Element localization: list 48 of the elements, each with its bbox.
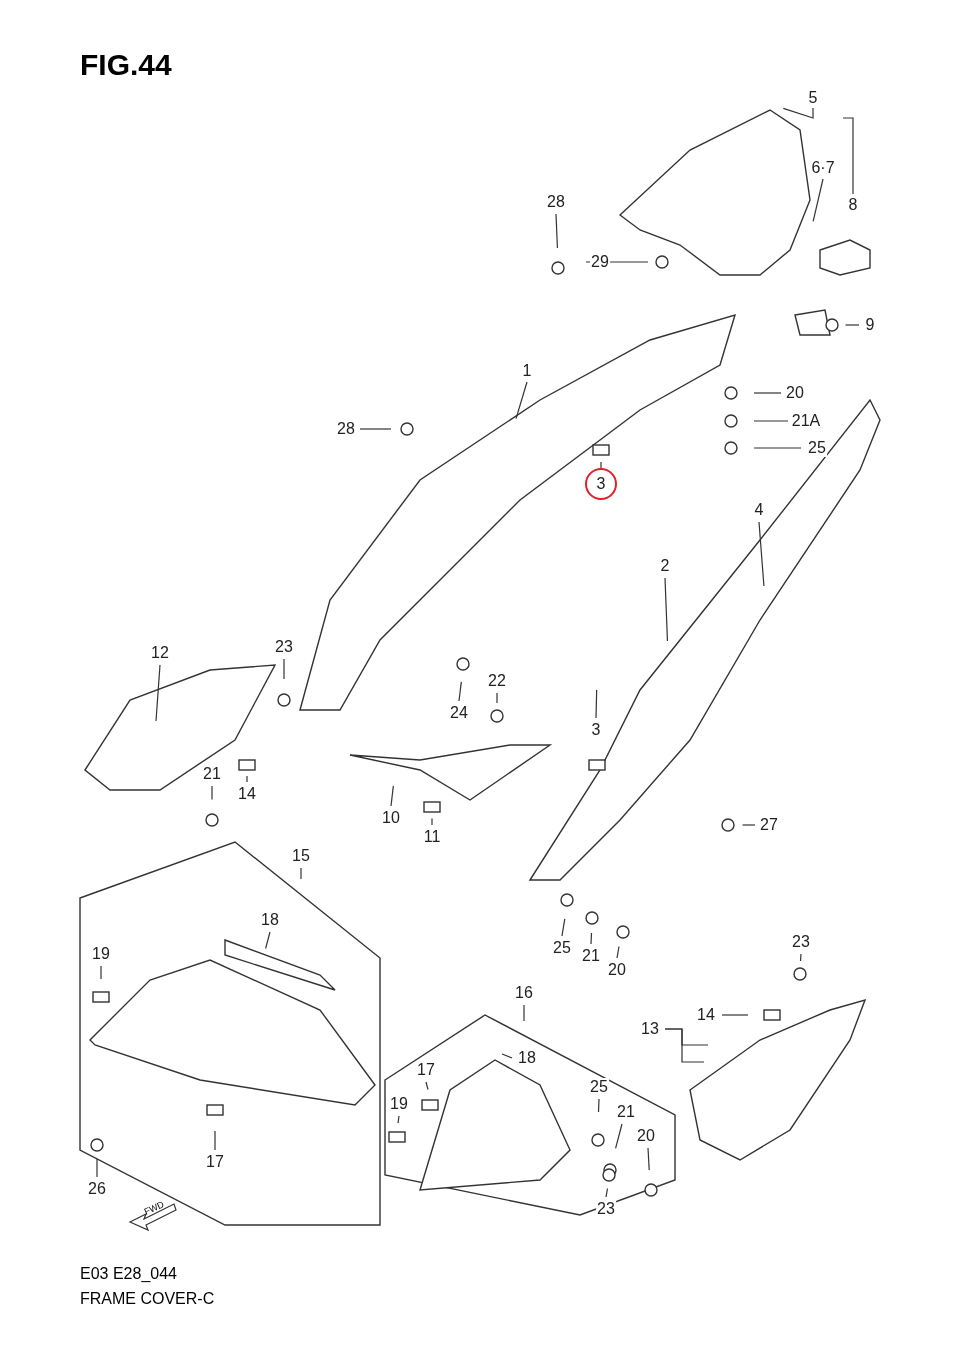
leader-line xyxy=(555,213,558,249)
leader-line xyxy=(664,577,669,642)
figure-title: FIG.44 xyxy=(80,48,172,82)
figure-caption: FRAME COVER-C xyxy=(80,1291,215,1307)
drawing-code: E03 E28_044 xyxy=(80,1266,177,1282)
leader-line xyxy=(246,775,248,783)
leader-line xyxy=(647,1147,650,1171)
leader-line xyxy=(721,1014,749,1016)
leader-line xyxy=(265,931,271,950)
leader-line xyxy=(211,785,213,801)
leader-line xyxy=(496,692,498,704)
leader-line xyxy=(597,1098,600,1113)
leader-line xyxy=(100,965,102,980)
leader-line xyxy=(390,785,394,807)
leader-line xyxy=(812,178,824,222)
leader-line xyxy=(842,117,854,195)
leader-line xyxy=(799,953,802,962)
leader-line xyxy=(782,107,814,119)
leader-line xyxy=(501,1053,513,1059)
leader-line xyxy=(300,867,302,880)
leader-line xyxy=(214,1130,216,1151)
leader-line xyxy=(590,932,593,945)
leader-line xyxy=(458,681,462,702)
callout-number: 25 xyxy=(807,439,827,457)
leader-line xyxy=(96,1158,98,1178)
leader-line xyxy=(844,324,860,326)
leader-line xyxy=(741,824,756,826)
leader-line xyxy=(616,945,620,959)
leader-line xyxy=(425,1081,429,1091)
leader-line xyxy=(614,1123,623,1150)
leader-line xyxy=(397,1115,400,1124)
leader-line xyxy=(664,1028,709,1046)
leader-line xyxy=(359,428,392,430)
callout-number: 3 xyxy=(585,468,617,500)
leader-line xyxy=(753,420,789,422)
leader-line xyxy=(283,658,285,680)
leader-line xyxy=(595,689,598,719)
leader-line xyxy=(758,521,765,587)
direction-label: FWD xyxy=(143,1200,166,1217)
leader-line xyxy=(753,447,802,449)
leader-line xyxy=(600,461,602,470)
leader-line xyxy=(515,381,528,420)
leader-line xyxy=(431,817,433,826)
leader-line xyxy=(155,664,161,722)
leader-line xyxy=(561,918,566,937)
leader-line xyxy=(523,1004,525,1022)
leader-line xyxy=(605,1187,609,1198)
leader-line xyxy=(753,392,782,394)
